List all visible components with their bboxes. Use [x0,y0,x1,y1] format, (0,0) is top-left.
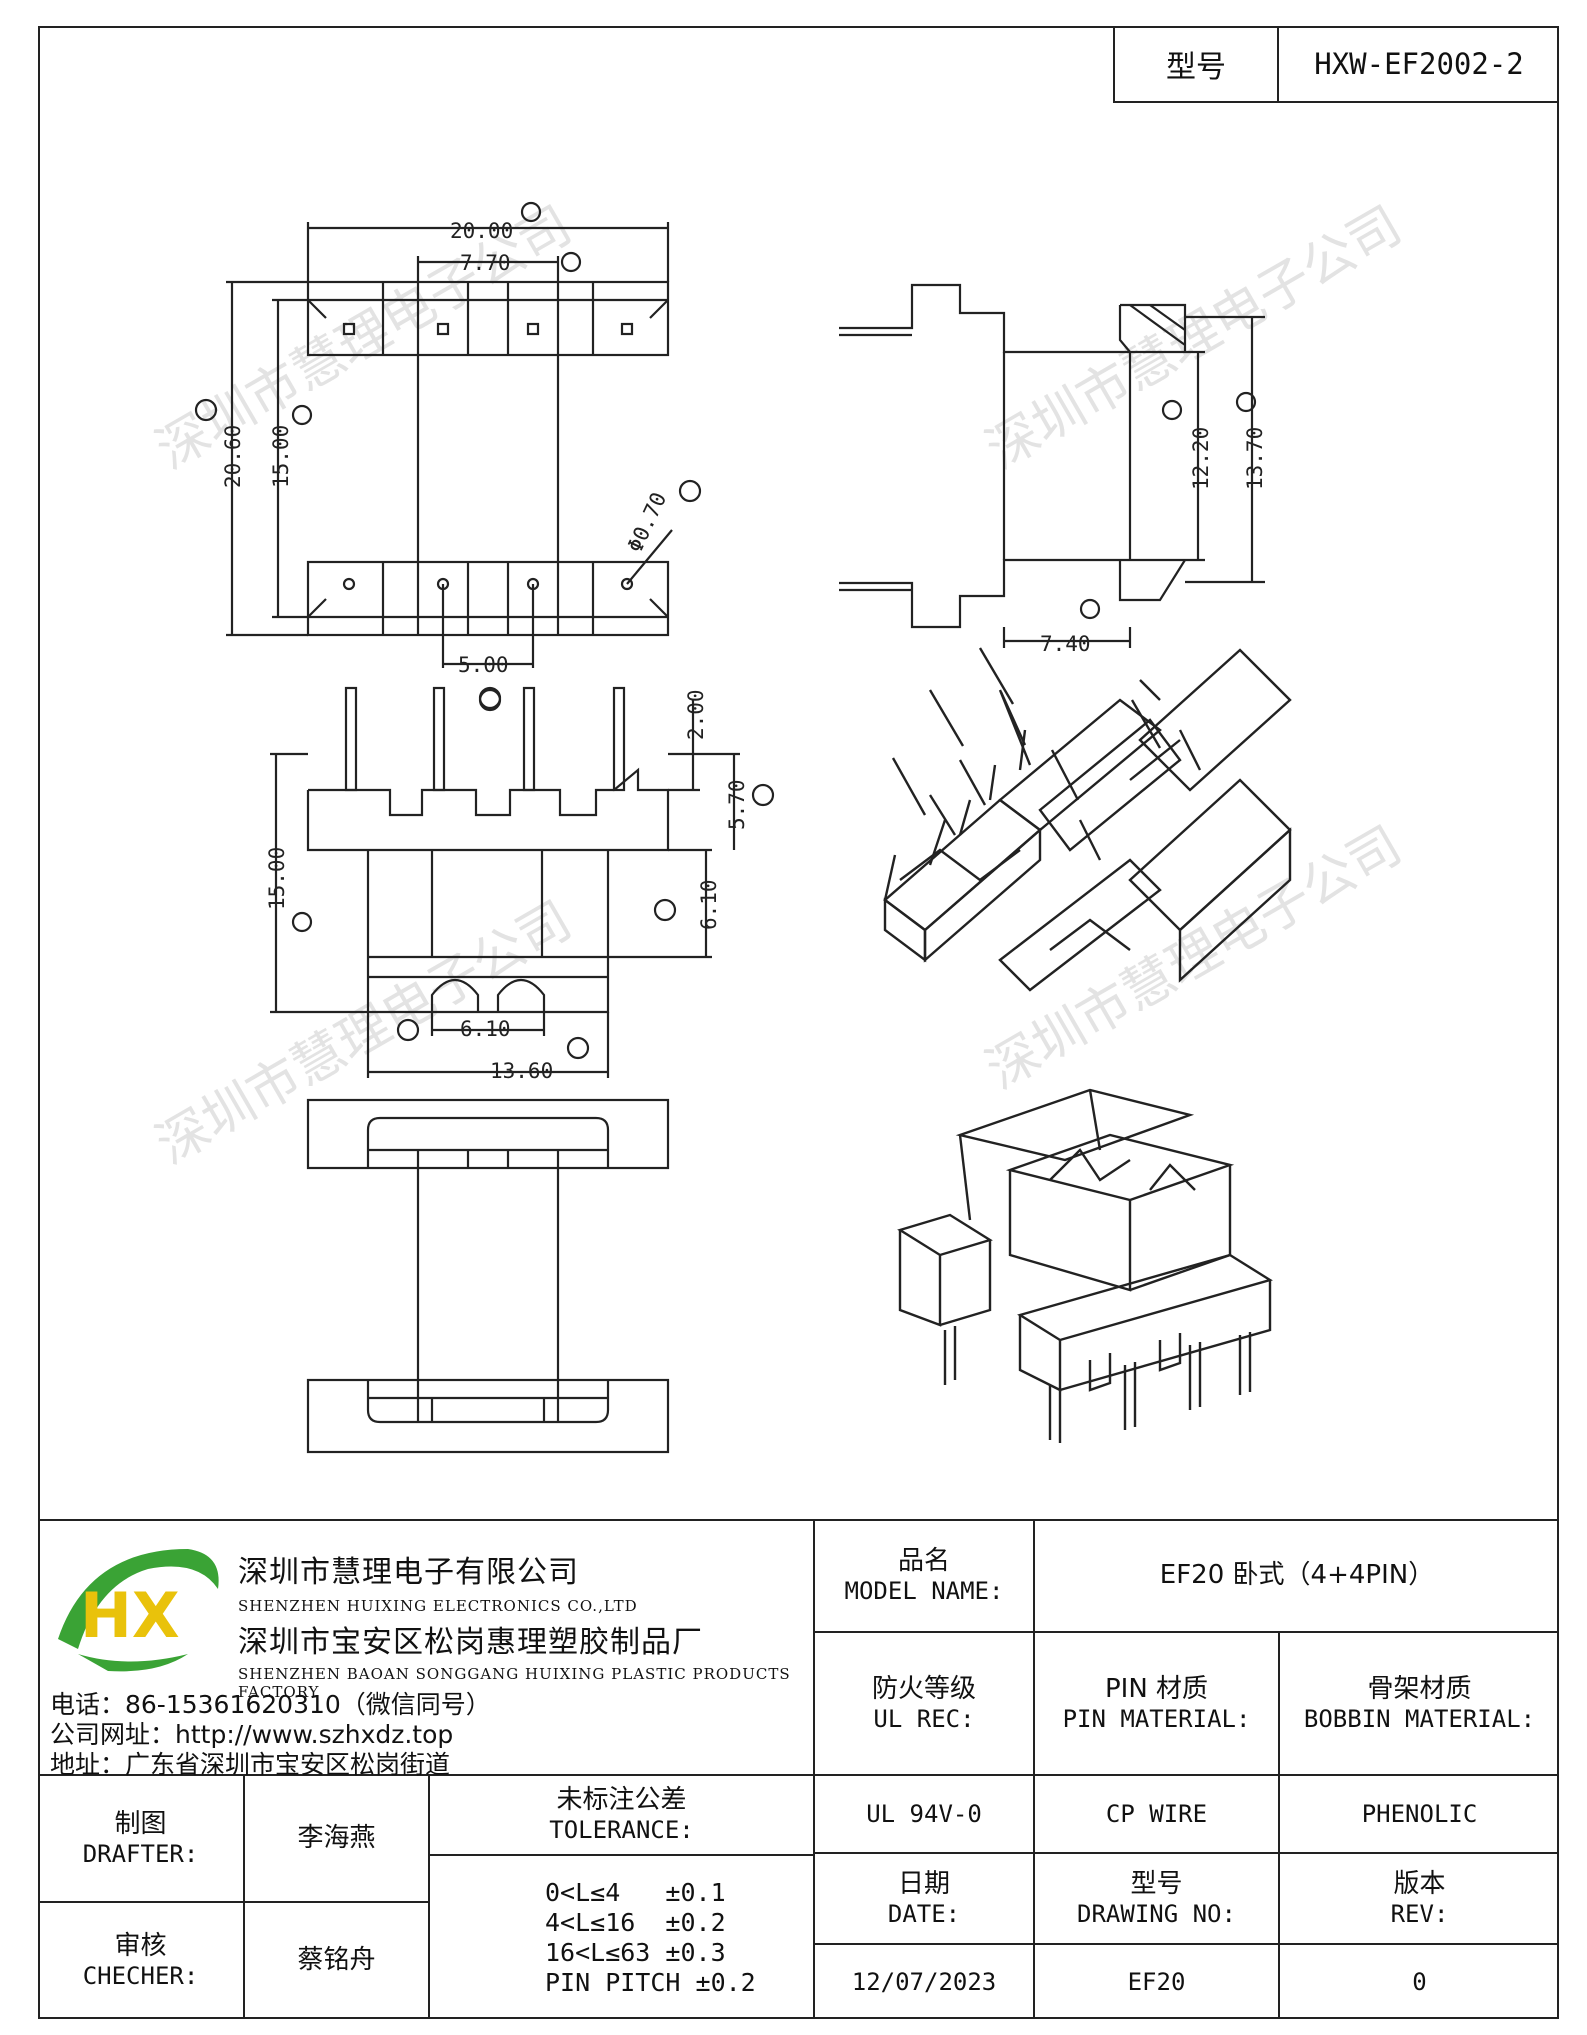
pin-material-value: CP WIRE [1105,1799,1208,1828]
bottom-view [306,1098,670,1454]
date-label: 日期 DATE: [887,1868,961,1928]
dim-height2: 15.00 [269,425,293,488]
company-phone: 电话：86-15361620310（微信同号） [50,1690,491,1719]
tolerance-values: 0<L≤4 ±0.1 4<L≤16 ±0.2 16<L≤63 ±0.3 PIN … [430,1856,813,2019]
side-view: 12.20 13.70 7.40 [839,283,1267,656]
factory-name-cn: 深圳市宝安区松岗惠理塑胶制品厂 [238,1625,703,1660]
watermark-text: 深圳市慧理电子公司 [147,195,582,481]
model-box: 型号 HXW-EF2002-2 [1113,26,1559,103]
tolerance-line: PIN PITCH ±0.2 [545,1967,756,1997]
iso-view-top [883,647,1292,992]
tolerance-line: 0<L≤4 ±0.1 [545,1877,726,1907]
watermark-text: 深圳市慧理电子公司 [977,815,1412,1101]
bobbin-material-label: 骨架材质 BOBBIN MATERIAL: [1303,1673,1536,1733]
dim-pin-top: 2.00 [684,689,708,740]
company-address: 地址：广东省深圳市宝安区松岗街道 [50,1750,451,1779]
dim-side-w: 7.40 [1040,632,1091,656]
tolerance-label: 未标注公差 TOLERANCE: [549,1785,694,1845]
dim-inner-w: 6.10 [460,1017,511,1041]
tolerance-line: 16<L≤63 ±0.3 [545,1937,726,1967]
checker-label: 审核 CHECHER: [82,1931,199,1991]
rev-label: 版本 REV: [1390,1868,1449,1928]
checker-value: 蔡铭舟 [297,1945,376,1976]
dim-pin-dia: Φ0.70 [623,489,671,556]
tolerance-line: 4<L≤16 ±0.2 [545,1907,726,1937]
drawing-no-label: 型号 DRAWING NO: [1077,1868,1236,1928]
dim-width: 20.00 [450,219,513,243]
ul-label: 防火等级 UL REC: [871,1673,976,1733]
date-value: 12/07/2023 [851,1967,997,1996]
company-info: HX 深圳市慧理电子有限公司 SHENZHEN HUIXING ELECTRON… [38,1519,813,1779]
pin-material-label: PIN 材质 PIN MATERIAL: [1062,1673,1251,1733]
dim-inner: 7.70 [460,251,511,275]
model-value: HXW-EF2002-2 [1314,46,1524,81]
model-label: 型号 [1115,26,1279,101]
hx-logo: HX [58,1549,219,1672]
title-block: HX 深圳市慧理电子有限公司 SHENZHEN HUIXING ELECTRON… [38,1519,1559,2019]
model-name-value: EF20 卧式（4+4PIN） [1159,1560,1435,1591]
watermark-group: 深圳市慧理电子公司 深圳市慧理电子公司 深圳市慧理电子公司 深圳市慧理电子公司 [147,195,1412,1176]
dim-pitch: 5.00 [458,653,509,677]
logo-text: HX [80,1579,180,1652]
technical-drawing: 深圳市慧理电子公司 深圳市慧理电子公司 深圳市慧理电子公司 深圳市慧理电子公司 [147,195,1412,1454]
drafter-value: 李海燕 [297,1822,376,1853]
model-name-label: 品名 MODEL NAME: [844,1546,1004,1606]
dim-outer-w: 13.60 [490,1059,553,1083]
drawing-frame [38,26,1559,2019]
rev-value: 0 [1412,1967,1427,1996]
watermark-text: 深圳市慧理电子公司 [147,890,582,1176]
dim-front-h-total: 15.00 [265,847,289,910]
dim-side-h1: 12.20 [1189,427,1213,490]
front-view: 15.00 2.00 5.70 6.10 6.10 13.60 [265,686,775,1083]
company-name-cn: 深圳市慧理电子有限公司 [238,1555,579,1590]
iso-view-bottom [897,1088,1273,1443]
dim-height: 20.60 [221,425,245,488]
ul-value: UL 94V-0 [866,1799,982,1828]
drafter-label: 制图 DRAFTER: [82,1808,199,1868]
bobbin-material-value: PHENOLIC [1361,1799,1478,1828]
dim-core: 6.10 [697,879,721,930]
factory-name-en: SHENZHEN BAOAN SONGGANG HUIXING PLASTIC … [238,1665,791,1701]
dim-flange: 5.70 [725,779,749,830]
dim-side-h2: 13.70 [1243,427,1267,490]
company-name-en: SHENZHEN HUIXING ELECTRONICS CO.,LTD [238,1597,638,1615]
company-website[interactable]: 公司网址：http://www.szhxdz.top [50,1720,454,1749]
drawing-no-value: EF20 [1127,1967,1186,1996]
